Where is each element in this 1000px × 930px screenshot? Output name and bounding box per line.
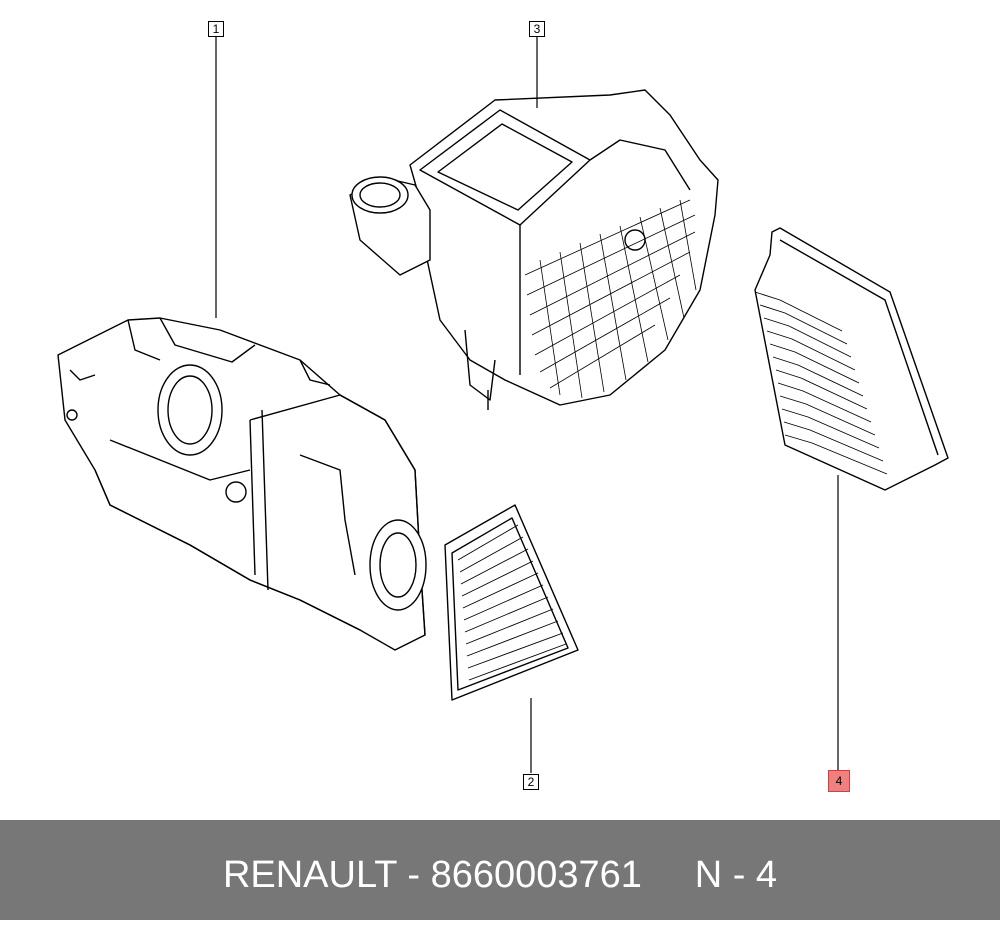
callout-2: 2 [523,774,539,790]
callout-4-highlighted: 4 [828,770,850,792]
leader-lines [215,37,839,773]
part-1-airbox-lower [57,317,427,651]
callout-3: 3 [529,21,545,37]
parts-diagram [57,37,949,773]
part-2-filter-small [444,504,579,701]
callout-1: 1 [208,21,224,37]
part-3-airbox-upper [349,89,719,410]
footer-part-label: RENAULT - 8660003761 N - 4 [222,854,778,896]
part-4-filter-large [754,227,949,491]
footer-bar: RENAULT - 8660003761 N - 4 [0,820,1000,920]
